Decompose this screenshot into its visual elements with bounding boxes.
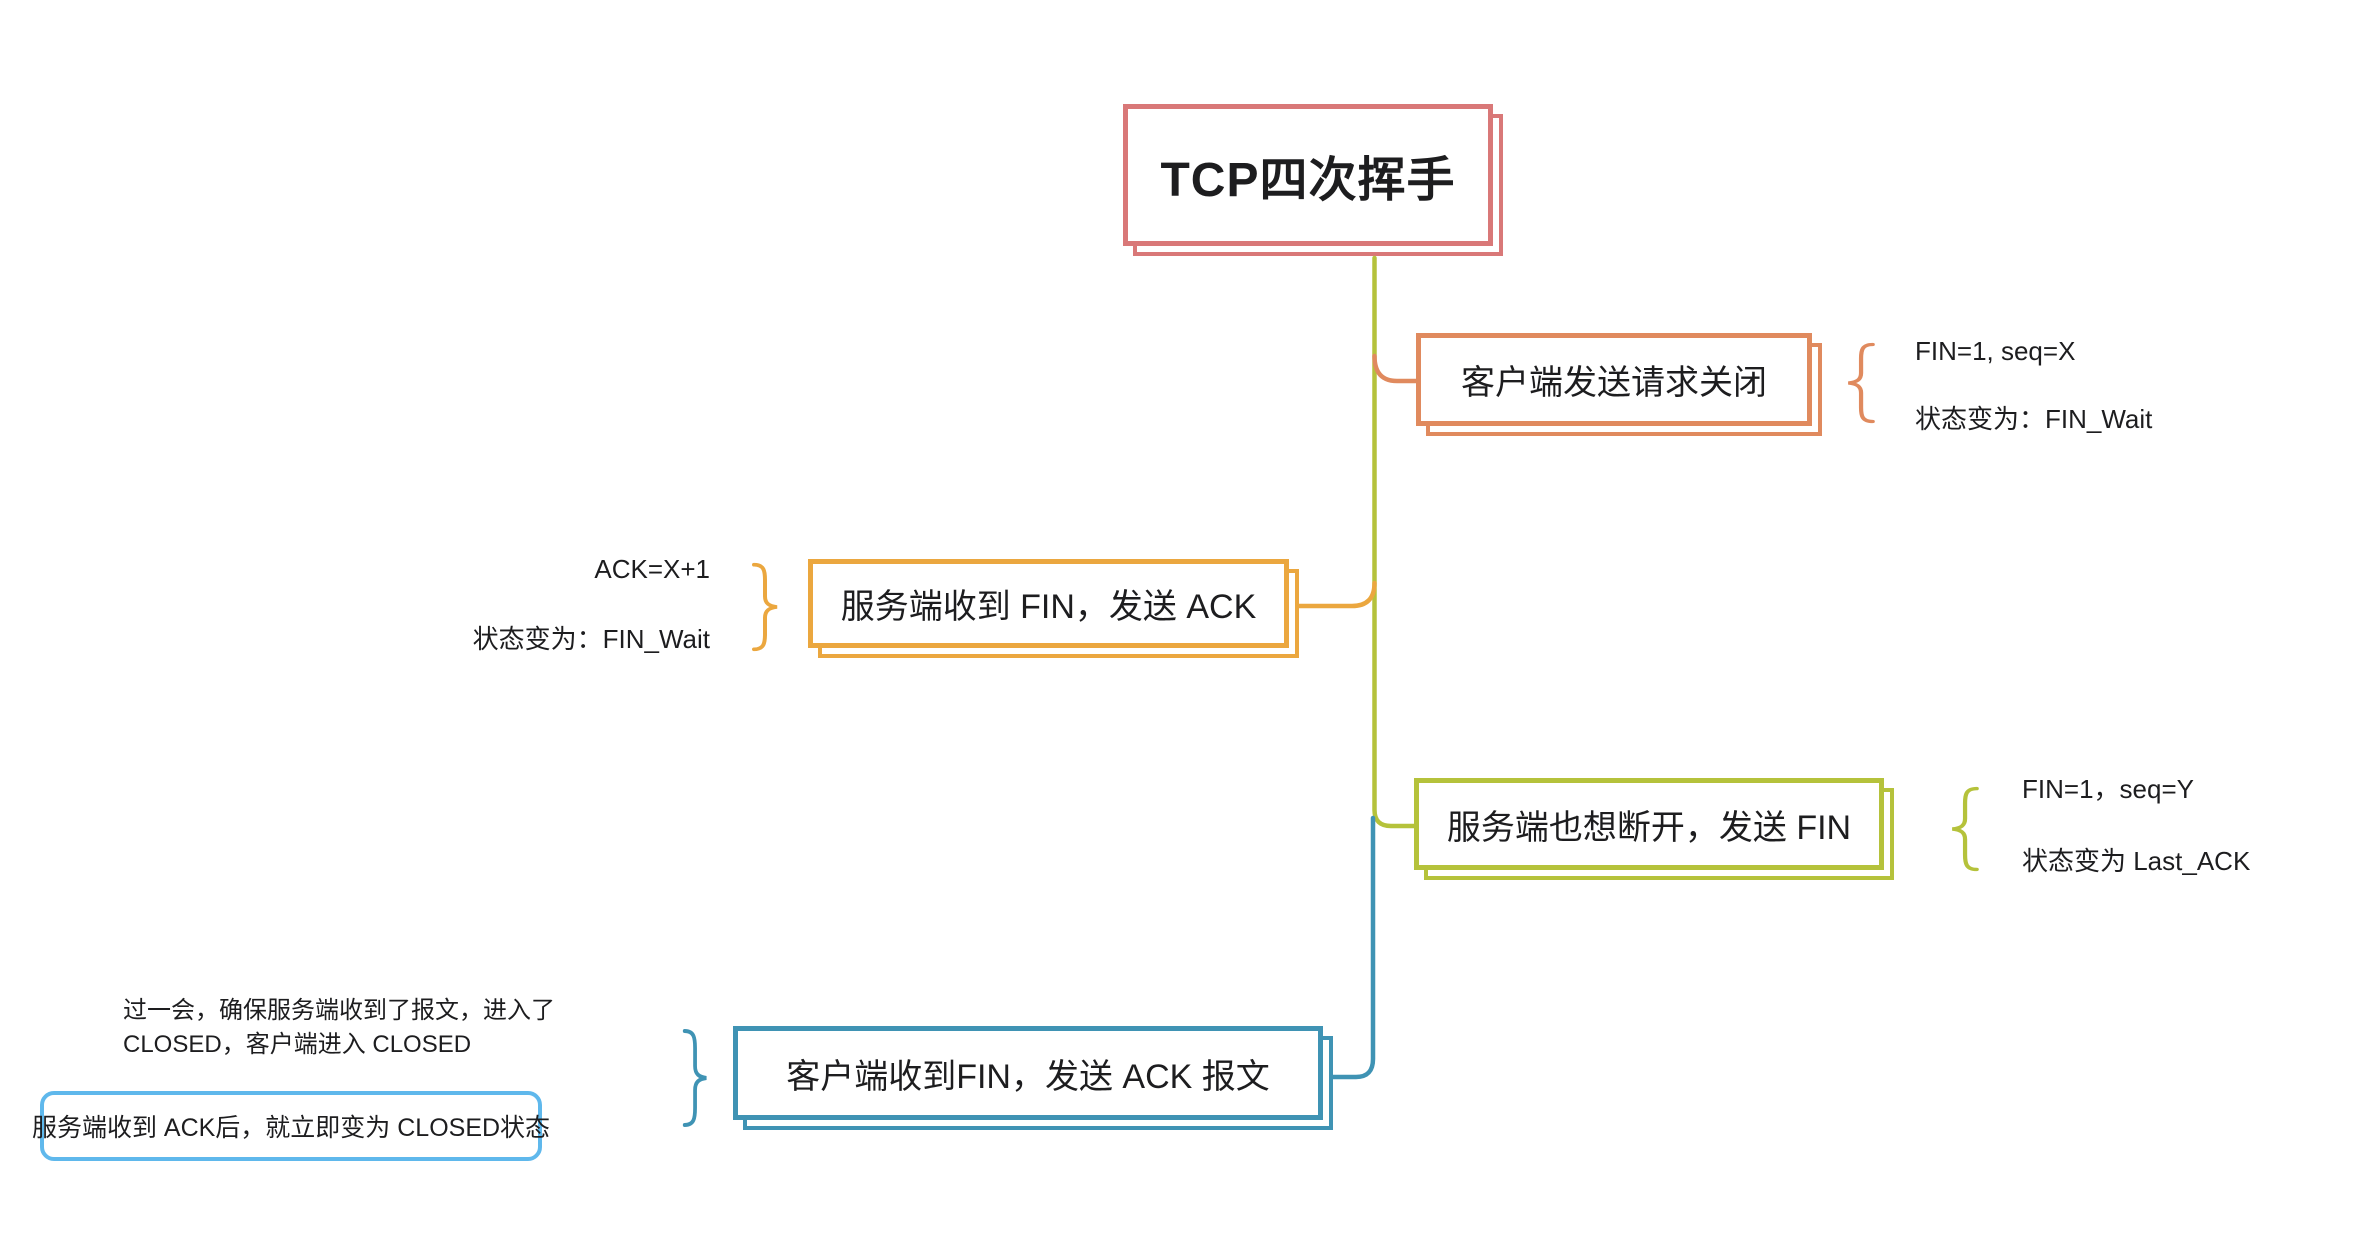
annotation-line-2: CLOSED，客户端进入 CLOSED [123,1031,472,1058]
annotation-fin-seq-x[interactable]: FIN=1, seq=X [1915,336,2076,366]
annotation-line-1: 过一会，确保服务端收到了报文，进入了 [123,997,555,1024]
connector-branch-1 [1372,353,1420,384]
node-server-disconnect-send-fin[interactable]: 服务端也想断开，发送 FIN [1414,778,1894,880]
node-label: 服务端收到 FIN，发送 ACK [840,588,1257,626]
node-label: 客户端收到FIN，发送 ACK 报文 [786,1057,1270,1096]
note-server-closed-box[interactable]: 服务端收到 ACK后，就立即变为 CLOSED状态 [32,1091,550,1161]
left-brace-icon [1848,342,1875,424]
note-text: 服务端收到 ACK后，就立即变为 CLOSED状态 [31,1114,551,1142]
root-node-title[interactable]: TCP四次挥手 [1123,104,1503,256]
node-label: 客户端发送请求关闭 [1461,364,1767,402]
node-client-request-close[interactable]: 客户端发送请求关闭 [1416,333,1822,436]
node-client-recv-fin-send-ack[interactable]: 客户端收到FIN，发送 ACK 报文 [733,1026,1333,1130]
node-label: 服务端也想断开，发送 FIN [1446,808,1852,847]
left-brace-icon [1952,786,1979,872]
node-server-recv-fin-send-ack[interactable]: 服务端收到 FIN，发送 ACK [808,559,1299,658]
annotation-state-last-ack[interactable]: 状态变为 Last_ACK [2022,846,2251,876]
right-brace-icon [752,562,778,652]
connector-trunk-upper [1372,255,1418,829]
right-brace-icon [682,1029,707,1127]
annotation-state-fin-wait-client[interactable]: 状态变为：FIN_Wait [1915,404,2153,434]
connector-branch-2 [1296,580,1377,609]
annotation-fin-seq-y[interactable]: FIN=1，seq=Y [2022,774,2194,804]
annotation-ack-x-plus-1[interactable]: ACK=X+1 [594,554,710,584]
connector-trunk-lower [1330,815,1376,1080]
annotation-closed-wait-text[interactable]: 过一会，确保服务端收到了报文，进入了 CLOSED，客户端进入 CLOSED [123,994,555,1062]
annotation-state-fin-wait-server[interactable]: 状态变为：FIN_Wait [472,624,710,654]
root-title-text: TCP四次挥手 [1160,154,1456,207]
